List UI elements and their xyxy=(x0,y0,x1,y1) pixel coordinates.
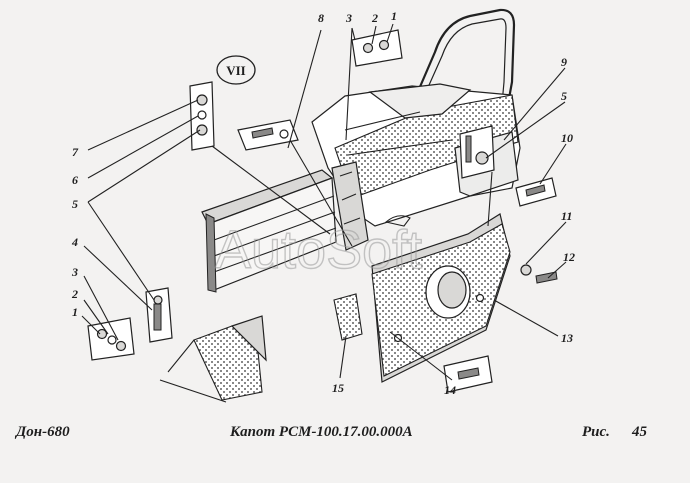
callout-7: 7 xyxy=(72,145,79,159)
callout-labels: 8 3 2 1 9 5 10 7 6 5 4 3 2 1 11 12 13 14… xyxy=(71,9,575,397)
callout-14: 14 xyxy=(444,383,456,397)
callout-2-left: 2 xyxy=(71,287,78,301)
caption-figure-label: Рис. xyxy=(582,424,610,440)
callout-11: 11 xyxy=(561,209,572,223)
fasteners xyxy=(87,29,558,393)
caption-figure-number: 45 xyxy=(632,424,647,440)
callout-2-top: 2 xyxy=(371,11,378,25)
callout-15: 15 xyxy=(332,381,344,395)
leader-lines xyxy=(81,23,567,381)
callout-5-right: 5 xyxy=(561,89,567,103)
watermark: AutoSoft xyxy=(215,220,422,280)
caption-title: Капот РСМ-100.17.00.000А xyxy=(230,424,413,440)
callout-13: 13 xyxy=(561,331,573,345)
section-badge-label: VII xyxy=(226,63,246,78)
callout-1-top: 1 xyxy=(391,9,397,23)
callout-10: 10 xyxy=(561,131,573,145)
handrail xyxy=(408,8,516,113)
callout-9: 9 xyxy=(561,55,567,69)
callout-4: 4 xyxy=(71,235,78,249)
side-shield xyxy=(371,213,511,383)
caption-model: Дон-680 xyxy=(16,424,70,440)
frame-bracket xyxy=(201,161,369,293)
small-plate xyxy=(333,293,363,341)
callout-3-top: 3 xyxy=(345,11,352,25)
step-panel xyxy=(159,315,267,403)
callout-3-left: 3 xyxy=(71,265,78,279)
callout-8: 8 xyxy=(318,11,324,25)
section-badge: VII xyxy=(216,55,256,85)
callout-1-left: 1 xyxy=(72,305,78,319)
callout-5-left: 5 xyxy=(72,197,78,211)
callout-12: 12 xyxy=(563,250,575,264)
callout-6: 6 xyxy=(72,173,78,187)
